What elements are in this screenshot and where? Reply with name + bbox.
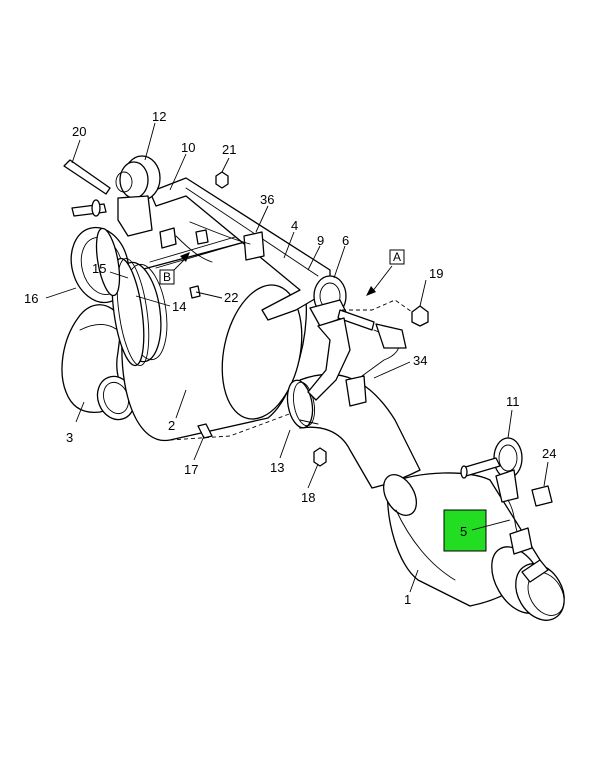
callout-13: 13 bbox=[270, 460, 284, 475]
callout-11: 11 bbox=[506, 394, 520, 409]
callout-4: 4 bbox=[291, 218, 298, 233]
rear-stud bbox=[337, 309, 375, 331]
rear-mount-isolator bbox=[309, 275, 349, 327]
callout-19: 19 bbox=[429, 266, 443, 281]
callout-18: 18 bbox=[301, 490, 315, 505]
view-marker-a-label: A bbox=[393, 250, 401, 264]
callout-36: 36 bbox=[260, 192, 274, 207]
callout-1: 1 bbox=[404, 592, 411, 607]
bracket-nut-21 bbox=[215, 171, 229, 189]
nut-18 bbox=[313, 447, 327, 467]
callout-10: 10 bbox=[181, 140, 195, 155]
temperature-sensor-harness bbox=[342, 299, 413, 407]
callout-24: 24 bbox=[542, 446, 556, 461]
front-mount-bolt bbox=[63, 159, 111, 217]
view-marker-b-label: B bbox=[163, 270, 171, 284]
rear-support-arm bbox=[299, 317, 351, 425]
callout-2: 2 bbox=[168, 418, 175, 433]
callout-labels: 12 20 10 21 36 4 9 6 19 15 14 16 22 34 3… bbox=[24, 109, 556, 607]
callout-9: 9 bbox=[317, 233, 324, 248]
harness-clip-left bbox=[159, 227, 209, 249]
callout-22: 22 bbox=[224, 290, 238, 305]
part-5-highlight[interactable] bbox=[443, 509, 487, 552]
view-marker-b: B bbox=[159, 252, 190, 285]
callout-3: 3 bbox=[66, 430, 73, 445]
callout-5[interactable]: 5 bbox=[460, 524, 467, 539]
outlet-clamp bbox=[515, 559, 565, 621]
sensor-connector-24 bbox=[507, 485, 553, 535]
callout-16: 16 bbox=[24, 291, 38, 306]
view-marker-a: A bbox=[366, 249, 405, 296]
canister-clamp-band bbox=[111, 257, 150, 367]
callout-17: 17 bbox=[184, 462, 198, 477]
bolt-17 bbox=[197, 423, 213, 439]
callout-14: 14 bbox=[172, 299, 186, 314]
screw-22 bbox=[189, 285, 201, 299]
support-bracket-rail bbox=[149, 177, 331, 321]
outlet-sensor bbox=[509, 527, 533, 555]
front-mount-isolator bbox=[115, 155, 161, 237]
callout-34: 34 bbox=[413, 353, 427, 368]
callout-6: 6 bbox=[342, 233, 349, 248]
leader-lines bbox=[45, 122, 549, 593]
main-canister bbox=[114, 231, 308, 442]
gasket bbox=[95, 227, 121, 297]
callout-15: 15 bbox=[92, 261, 106, 276]
sensor-module bbox=[175, 221, 265, 263]
callout-12: 12 bbox=[152, 109, 166, 124]
rear-nut-19 bbox=[411, 305, 429, 327]
callout-21: 21 bbox=[222, 142, 236, 157]
callout-20: 20 bbox=[72, 124, 86, 139]
